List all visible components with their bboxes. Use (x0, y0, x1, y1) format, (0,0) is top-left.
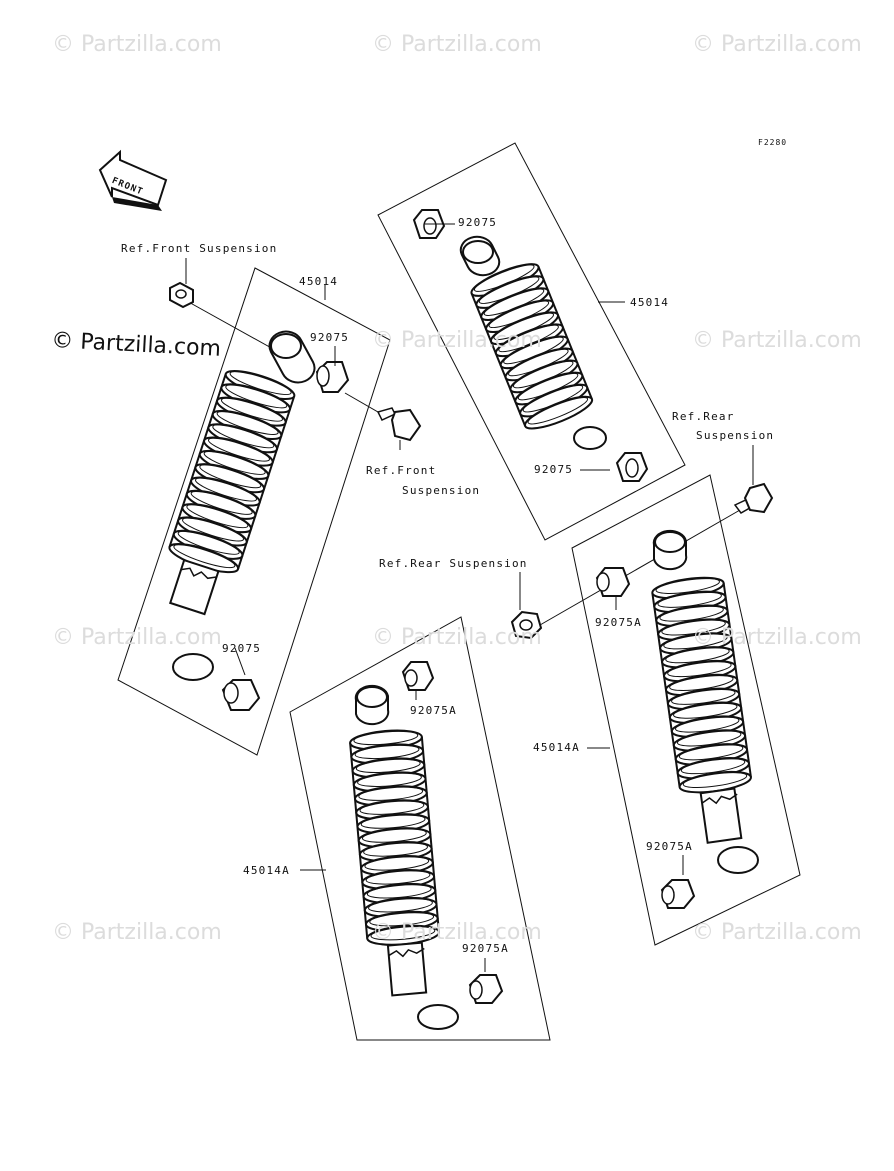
figure-code: F2280 (758, 138, 788, 147)
left-bush-bottom-part-number: 92075 (222, 642, 262, 655)
bottom-shock-absorber (348, 661, 504, 1030)
right-shock-absorber (510, 482, 774, 909)
top-bush-bottom-part-number: 92075 (534, 463, 574, 476)
right-bush-bottom-part-number: 92075A (646, 840, 693, 853)
ref-rear-suspension-mid-label: Ref.Rear Suspension (379, 557, 528, 570)
ref-rear-suspension-label: Suspension (696, 429, 775, 442)
left-bush-top-part-number: 92075 (310, 331, 350, 344)
bottom-shock-frame (289, 616, 551, 1041)
top-shock-part-number: 45014 (630, 296, 670, 309)
bottom-bush-top-part-number: 92075A (410, 704, 457, 717)
bottom-shock-part-number: 45014A (243, 864, 290, 877)
bottom-bush-bottom-part-number: 92075A (462, 942, 509, 955)
left-shock-frame (117, 267, 391, 756)
top-bush-top-part-number: 92075 (458, 216, 498, 229)
front-arrow-icon (98, 149, 168, 211)
left-shock-absorber (165, 281, 422, 711)
top-shock-frame (377, 142, 686, 541)
ref-front-suspension-mid-label: Suspension (402, 484, 481, 497)
top-shock-absorber (412, 209, 649, 482)
ref-front-suspension-label: Ref.Front Suspension (121, 242, 278, 255)
ref-rear-suspension-label: Ref.Rear (672, 410, 735, 423)
right-shock-part-number: 45014A (533, 741, 580, 754)
leader-lines (185, 223, 754, 972)
left-shock-part-number: 45014 (299, 275, 339, 288)
ref-front-suspension-mid-label: Ref.Front (366, 464, 437, 477)
right-shock-frame (571, 474, 801, 946)
right-bush-top-part-number: 92075A (595, 616, 642, 629)
